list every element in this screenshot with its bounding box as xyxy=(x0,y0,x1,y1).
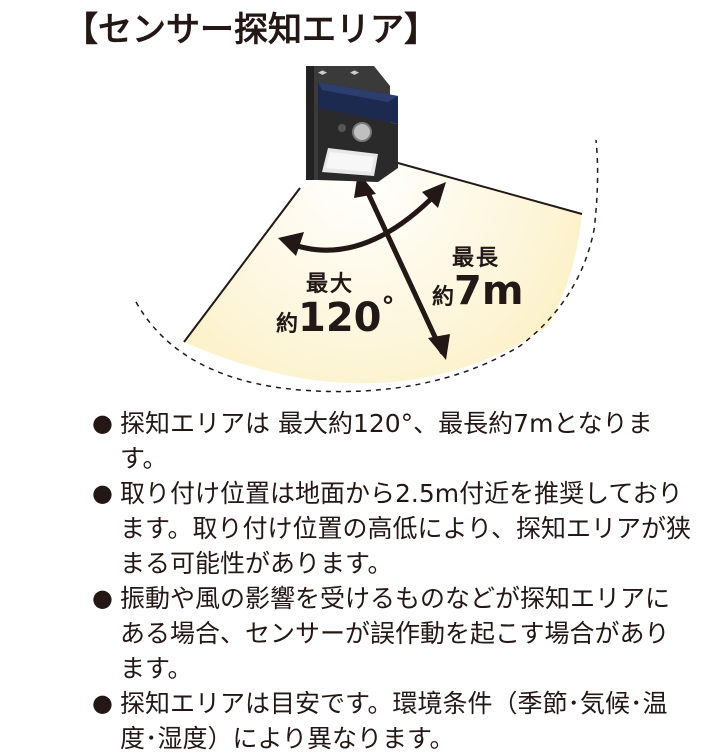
angle-arrow xyxy=(278,182,446,256)
note-text: 振動や風の影響を受けるものなどが探知エリアにある場合、センサーが誤作動を起こす場… xyxy=(120,584,671,683)
bullet-icon: ● xyxy=(92,584,113,612)
range-label-value: 約7m xyxy=(432,268,524,314)
notes-list: ● 探知エリアは 最大約120°、最長約7mとなります。 ● 取り付け位置は地面… xyxy=(92,406,692,756)
note-text: 探知エリアは 最大約120°、最長約7mとなります。 xyxy=(120,409,653,473)
svg-text:◂▸: ◂▸ xyxy=(350,68,360,78)
range-arrow xyxy=(354,172,450,360)
list-item: ● 振動や風の影響を受けるものなどが探知エリアにある場合、センサーが誤作動を起こ… xyxy=(92,581,692,686)
list-item: ● 探知エリアは目安です。環境条件（季節･気候･温度･湿度）により異なります。 xyxy=(92,686,692,756)
bullet-icon: ● xyxy=(92,409,113,437)
range-approx: 約 xyxy=(432,285,455,310)
right-boundary-line xyxy=(379,157,583,215)
list-item: ● 探知エリアは 最大約120°、最長約7mとなります。 xyxy=(92,406,692,476)
detection-area-diagram: ◂▸ ◂▸ xyxy=(135,66,599,393)
angle-approx: 約 xyxy=(276,312,299,337)
svg-text:◂▸: ◂▸ xyxy=(318,68,328,78)
left-boundary-line xyxy=(183,187,301,343)
angle-label-prefix: 最大 xyxy=(306,272,355,297)
detection-area xyxy=(184,158,582,384)
angle-number: 120 xyxy=(298,295,382,341)
list-item: ● 取り付け位置は地面から2.5m付近を推奨しております。取り付け位置の高低によ… xyxy=(92,476,692,581)
range-arc xyxy=(135,139,599,393)
sensor-light-device: ◂▸ ◂▸ xyxy=(306,66,398,182)
pir-sensor-icon xyxy=(352,122,372,142)
bullet-icon: ● xyxy=(92,479,113,507)
bullet-icon: ● xyxy=(92,689,113,717)
range-label-prefix: 最長 xyxy=(452,246,501,271)
angle-label-value: 約120° xyxy=(276,292,395,341)
angle-unit: ° xyxy=(381,292,395,322)
page-title: 【センサー探知エリア】 xyxy=(64,10,438,50)
range-number: 7m xyxy=(454,268,524,314)
note-text: 取り付け位置は地面から2.5m付近を推奨しております。取り付け位置の高低により、… xyxy=(120,479,692,578)
note-text: 探知エリアは目安です。環境条件（季節･気候･温度･湿度）により異なります。 xyxy=(120,689,668,753)
